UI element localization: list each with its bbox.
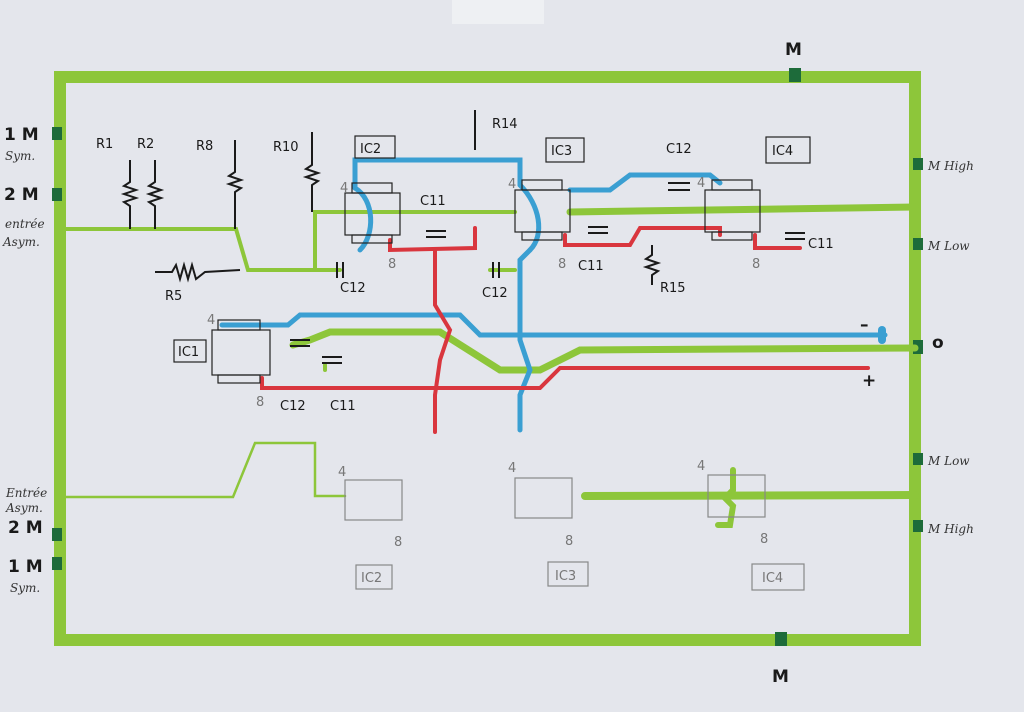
label-m-bottom: M bbox=[772, 667, 789, 687]
label-2m-bottom: 2 M bbox=[8, 518, 43, 538]
ic3-label-box bbox=[545, 137, 585, 163]
svg-text:8: 8 bbox=[565, 534, 573, 549]
label-c12-ic3: C12 bbox=[482, 286, 508, 301]
ground-traces-top bbox=[60, 203, 919, 374]
capacitors bbox=[290, 182, 805, 364]
pad-m-bottom bbox=[775, 632, 787, 646]
label-ic2-bottom: IC2 bbox=[361, 571, 382, 586]
positive-traces bbox=[260, 226, 870, 434]
label-minus: – bbox=[860, 315, 869, 335]
label-c12-ic4: C12 bbox=[666, 142, 692, 157]
label-ic4-bottom: IC4 bbox=[762, 571, 783, 586]
label-r10: R10 bbox=[273, 140, 299, 155]
label-plus: + bbox=[862, 371, 876, 391]
label-c12-ic1: C12 bbox=[280, 399, 306, 414]
label-sym-top: Sym. bbox=[5, 149, 35, 163]
svg-text:4: 4 bbox=[340, 181, 348, 196]
label-c11-ic4: C11 bbox=[808, 237, 834, 252]
label-m-low-bottom: M Low bbox=[927, 454, 970, 468]
tape bbox=[452, 0, 544, 24]
label-2m-top: 2 M bbox=[4, 185, 39, 205]
label-c12-ic2: C12 bbox=[340, 281, 366, 296]
label-c11-ic1: C11 bbox=[330, 399, 356, 414]
label-ic1: IC1 bbox=[178, 345, 199, 360]
label-r15: R15 bbox=[660, 281, 686, 296]
label-ic3-bottom: IC3 bbox=[555, 569, 576, 584]
ic4-label-box bbox=[765, 136, 811, 164]
label-ic3: IC3 bbox=[551, 144, 572, 159]
svg-text:4: 4 bbox=[207, 313, 215, 328]
ic2-bottom-label-box bbox=[355, 564, 393, 590]
resistors bbox=[120, 110, 662, 285]
label-r2: R2 bbox=[137, 137, 154, 152]
label-m-low-top: M Low bbox=[927, 239, 970, 253]
label-m-top: M bbox=[785, 40, 802, 60]
label-ic2: IC2 bbox=[360, 142, 381, 157]
ic-chips-bottom bbox=[344, 474, 766, 521]
label-asym-bottom: Asym. bbox=[5, 501, 43, 515]
label-m-high-top: M High bbox=[927, 159, 974, 173]
svg-text:8: 8 bbox=[256, 395, 264, 410]
ic2-label-box bbox=[354, 135, 396, 159]
label-c11-ic3: C11 bbox=[578, 259, 604, 274]
negative-traces bbox=[219, 157, 888, 433]
label-1m-top: 1 M bbox=[4, 125, 39, 145]
ic3-chip bbox=[514, 179, 571, 241]
ic3-bottom-label-box bbox=[547, 561, 589, 587]
pin-numbers: 4 8 4 8 4 8 4 8 4 8 4 8 4 8 bbox=[207, 176, 768, 550]
svg-text:4: 4 bbox=[338, 465, 346, 480]
label-r8: R8 bbox=[196, 139, 213, 154]
ic4-bottom-label-box bbox=[751, 563, 805, 591]
label-sym-bottom: Sym. bbox=[10, 581, 40, 595]
svg-text:8: 8 bbox=[388, 257, 396, 272]
label-ic4: IC4 bbox=[772, 144, 793, 159]
ic1-label-box bbox=[173, 339, 207, 363]
ic2-chip bbox=[344, 182, 401, 244]
label-r14: R14 bbox=[492, 117, 518, 132]
label-r1: R1 bbox=[96, 137, 113, 152]
label-asym-top: Asym. bbox=[2, 235, 40, 249]
pad-m-top bbox=[789, 68, 801, 82]
svg-text:4: 4 bbox=[508, 461, 516, 476]
label-m-high-bottom: M High bbox=[927, 522, 974, 536]
ic1-chip bbox=[211, 319, 271, 384]
label-entree-bottom: Entrée bbox=[5, 486, 47, 500]
svg-text:4: 4 bbox=[697, 176, 705, 191]
label-entree-top: entrée bbox=[5, 217, 45, 231]
ground-traces-bottom bbox=[60, 441, 919, 528]
label-c11-ic2: C11 bbox=[420, 194, 446, 209]
label-r5: R5 bbox=[165, 289, 182, 304]
label-1m-bottom: 1 M bbox=[8, 557, 43, 577]
svg-text:8: 8 bbox=[558, 257, 566, 272]
svg-text:8: 8 bbox=[394, 535, 402, 550]
ic4-chip bbox=[704, 179, 761, 241]
svg-text:8: 8 bbox=[760, 532, 768, 547]
ground-frame bbox=[54, 71, 921, 646]
svg-text:4: 4 bbox=[508, 177, 516, 192]
label-zero: o bbox=[932, 333, 944, 353]
svg-text:8: 8 bbox=[752, 257, 760, 272]
svg-text:4: 4 bbox=[697, 459, 705, 474]
